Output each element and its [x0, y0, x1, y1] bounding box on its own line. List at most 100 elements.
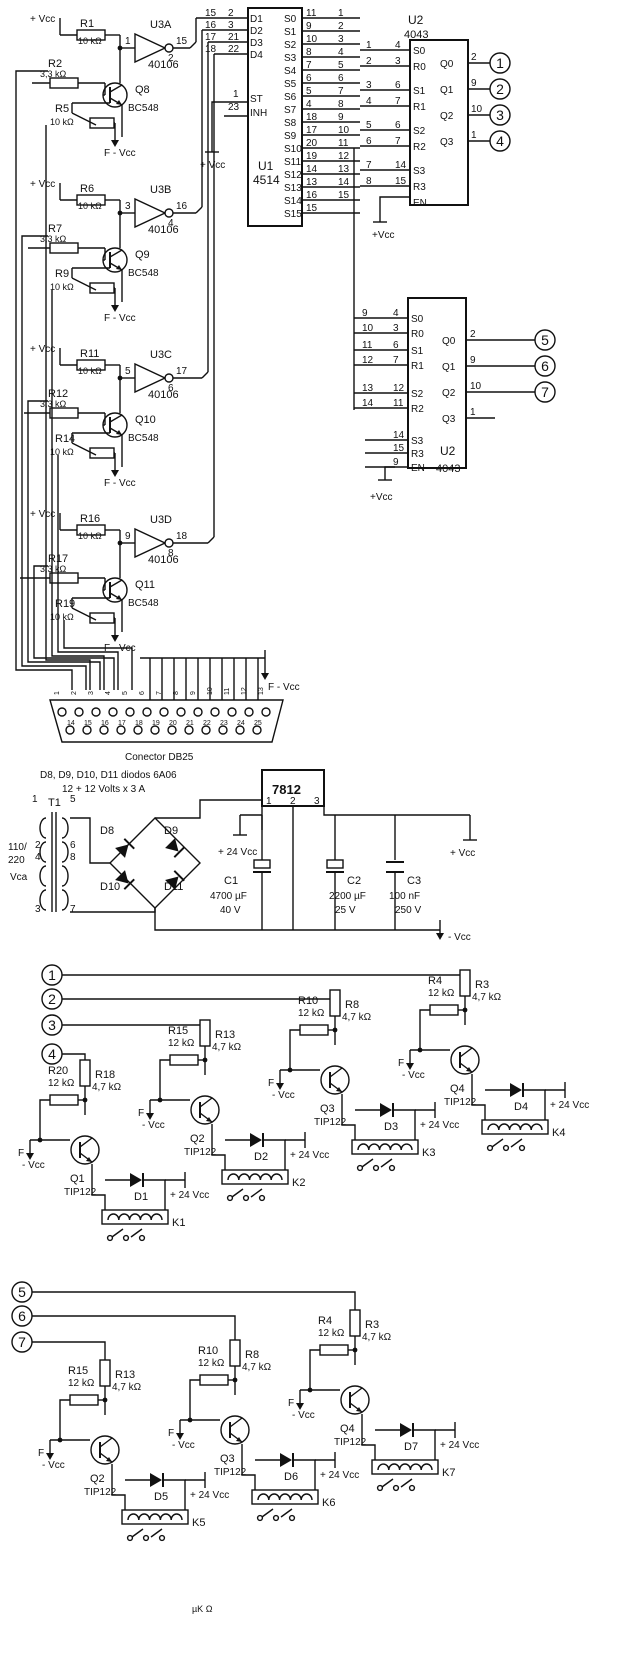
- db25-pin-number: 21: [186, 720, 194, 727]
- base-resistor-ref: R4: [428, 975, 442, 987]
- output-circle-number: 5: [541, 332, 549, 348]
- u1-input-bus: 16: [205, 20, 217, 31]
- u2b-ref: U2: [440, 444, 456, 458]
- u2a-input-name: S2: [413, 126, 426, 137]
- series-resistor: [349, 1309, 361, 1337]
- u1-input-pin: 21: [228, 32, 240, 43]
- input-resistor-value: 10 kΩ: [78, 366, 102, 376]
- u2b-input-name: S0: [411, 314, 424, 325]
- series-resistor: [329, 989, 341, 1017]
- u1-body: [247, 7, 303, 227]
- transistor-ref: Q11: [135, 579, 155, 591]
- db25-pin: [252, 725, 262, 735]
- wire: [32, 1291, 356, 1310]
- gnd-label: - Vcc: [402, 1070, 425, 1081]
- relay-body: [251, 1489, 319, 1505]
- relay-contacts-blade: [131, 1528, 144, 1538]
- schmitt-inverter-bubble: [164, 43, 174, 53]
- gnd-label: - Vcc: [22, 1160, 45, 1171]
- u1-output-pin: 7: [306, 60, 312, 71]
- trimmer-resistor: [89, 282, 115, 294]
- schmitt-inverter: [134, 197, 167, 229]
- u1-output-net: 3: [338, 34, 344, 45]
- u2a-net: 8: [366, 176, 372, 187]
- db25-pin-number: 18: [135, 720, 143, 727]
- db25-pin: [210, 707, 220, 717]
- relay-contacts-terminal: [142, 1534, 150, 1542]
- output-circle-number: 6: [541, 358, 549, 374]
- u1-input-name: D3: [250, 38, 263, 49]
- gate-output-pin: 2: [168, 53, 174, 64]
- plus24-label: + 24 Vcc: [218, 847, 257, 858]
- u2b-input-name: S2: [411, 389, 424, 400]
- u1-output-name: S0: [284, 14, 297, 25]
- u2b-input-name: R3: [411, 449, 424, 460]
- u2a-ref: U2: [408, 13, 424, 27]
- output-circle-number: 4: [496, 133, 504, 149]
- transistor-part: TIP122: [184, 1147, 217, 1158]
- data-bus-2: [201, 29, 248, 207]
- u1-output-net: 9: [338, 112, 344, 123]
- base-resistor-ref: R10: [298, 995, 318, 1007]
- db25-pin-number: 25: [254, 720, 262, 727]
- relay-contacts-terminal: [106, 1234, 114, 1242]
- u2a-pin: 14: [395, 160, 407, 171]
- diodes-note: D8, D9, D10, D11 diodos 6A06: [40, 770, 177, 781]
- gate-input-pin: 9: [125, 531, 131, 542]
- trimmer-value: 10 kΩ: [50, 282, 74, 292]
- db25-pin-number: 9: [190, 691, 197, 695]
- gnd-label: - Vcc: [42, 1460, 65, 1471]
- wire: [39, 1099, 50, 1140]
- schmitt-inverter: [134, 32, 167, 64]
- u2b-input-name: R2: [411, 404, 424, 415]
- u1-output-pin: 10: [306, 34, 318, 45]
- db25-pin: [116, 725, 126, 735]
- relay-contacts-terminal: [126, 1534, 134, 1542]
- u2a-net: 2: [366, 56, 372, 67]
- u2a-output-name: Q1: [440, 85, 454, 96]
- transistor-npn-emitter-arrow: [116, 265, 122, 270]
- diode-D11: [165, 870, 185, 890]
- power-transistor: [190, 1095, 220, 1125]
- u2a-pin: 4: [395, 40, 401, 51]
- base-resistor-ref: R20: [48, 1065, 68, 1077]
- output-circle: [534, 355, 556, 377]
- power-transistor-emitter-arrow: [236, 1437, 242, 1442]
- connector-feed-3: [27, 400, 119, 690]
- relay-contacts-terminal: [272, 1514, 280, 1522]
- transistor-npn-collector: [109, 579, 123, 588]
- u1-output-pin: 18: [306, 112, 318, 123]
- relay-contacts-terminal: [392, 1484, 400, 1492]
- u1-output-net: 15: [338, 190, 350, 201]
- db25-pin: [125, 707, 135, 717]
- db25-pin-number: 12: [241, 687, 248, 695]
- relay-coil: [377, 1463, 433, 1471]
- transistor-npn-emitter-arrow: [116, 100, 122, 105]
- wire: [154, 908, 440, 931]
- diode-ref: D6: [284, 1471, 298, 1483]
- u2a-part: 4043: [404, 29, 428, 41]
- u1-input-name: D1: [250, 14, 263, 25]
- transistor-ref: Q3: [320, 1103, 335, 1115]
- base-resistor: [49, 242, 79, 254]
- secondary-winding: [61, 889, 69, 911]
- transistor-part: BC548: [128, 268, 159, 279]
- db25-pin: [133, 725, 143, 735]
- u2a-net: 4: [366, 96, 372, 107]
- wire: [211, 101, 248, 152]
- relay-contacts-blade: [361, 1158, 374, 1168]
- base-resistor: [429, 1004, 459, 1016]
- u1-input-pin: 2: [228, 8, 234, 19]
- diode-ref: D1: [134, 1191, 148, 1203]
- base-resistor: [319, 1344, 349, 1356]
